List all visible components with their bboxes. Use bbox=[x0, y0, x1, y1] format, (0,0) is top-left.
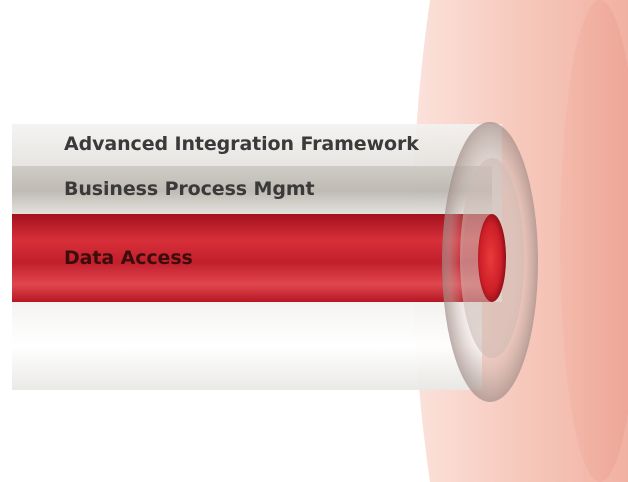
layer-label-core: Data Access bbox=[64, 247, 193, 269]
lower-band bbox=[12, 302, 482, 390]
disc-face bbox=[560, 0, 628, 482]
layer-label-outer: Advanced Integration Framework bbox=[64, 133, 419, 155]
layer-label-middle: Business Process Mgmt bbox=[64, 178, 315, 200]
middle-tube bbox=[12, 166, 492, 216]
core-tube bbox=[12, 214, 492, 302]
core-tube-end bbox=[478, 214, 506, 302]
